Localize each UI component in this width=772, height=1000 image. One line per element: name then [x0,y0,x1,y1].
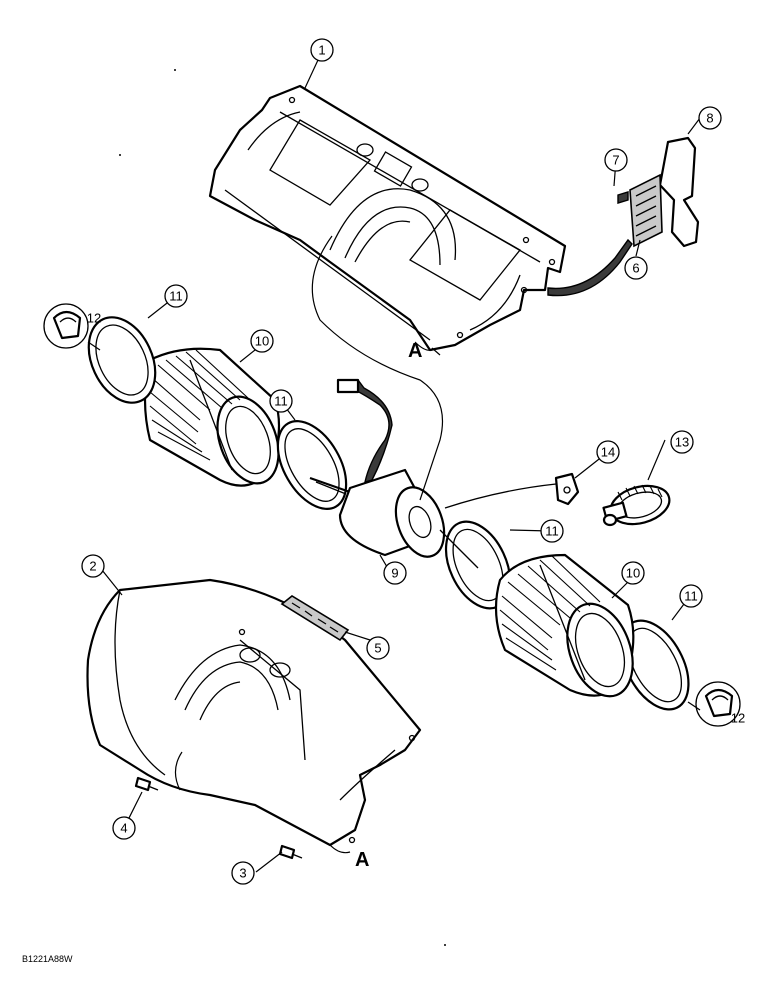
callout-14: 14 [596,440,620,464]
svg-text:2: 2 [89,559,96,574]
resistor-assembly [617,136,700,248]
callout-11-lower-right: 11 [679,584,703,608]
ring-upper-left [87,316,157,404]
svg-text:11: 11 [169,289,183,304]
callout-12-lower: 12 [731,711,745,726]
svg-text:14: 14 [601,445,615,460]
svg-text:12: 12 [731,711,745,726]
svg-text:13: 13 [675,435,689,450]
svg-text:7: 7 [612,153,619,168]
svg-text:1: 1 [318,43,325,58]
blower-motor [309,378,479,569]
callout-13: 13 [670,430,694,454]
scan-speck [119,154,121,156]
callout-8: 8 [698,106,722,130]
svg-text:5: 5 [374,641,381,656]
motor-lead [444,483,557,509]
svg-text:10: 10 [626,566,640,581]
figure-id: B1221A88W [22,954,73,964]
svg-text:6: 6 [632,261,639,276]
callout-2: 2 [81,554,105,578]
reference-mark-a-upper: A [408,340,422,362]
screw-3 [278,844,303,860]
scan-speck [174,69,176,71]
svg-text:11: 11 [274,394,288,409]
callout-3: 3 [231,861,255,885]
callout-1: 1 [310,38,334,62]
svg-text:3: 3 [239,866,246,881]
blower-wheel-left [143,347,281,487]
callout-11-middle: 11 [269,389,293,413]
lower-housing [86,578,422,847]
callout-7: 7 [604,148,628,172]
scan-speck [444,944,446,946]
svg-text:9: 9 [391,566,398,581]
upper-housing [208,84,567,352]
callout-9: 9 [383,561,407,585]
callout-11-upper-left: 11 [164,284,188,308]
screw-4 [134,776,159,792]
svg-text:12: 12 [87,311,101,326]
reference-mark-a-lower: A [355,849,369,871]
gasket [554,472,580,506]
svg-text:8: 8 [706,111,713,126]
blower-wheel-right [494,553,635,698]
callout-12-upper: 12 [87,311,101,326]
callout-10-right: 10 [621,561,645,585]
callout-11-right: 11 [540,519,564,543]
callout-6: 6 [624,256,648,280]
svg-text:4: 4 [120,821,127,836]
svg-text:10: 10 [255,334,269,349]
hose-clamp [602,484,671,527]
callout-4: 4 [112,816,136,840]
callout-5: 5 [366,636,390,660]
svg-text:11: 11 [684,589,698,604]
wire-harness [547,238,633,297]
callout-10-left: 10 [250,329,274,353]
svg-text:11: 11 [545,524,559,539]
